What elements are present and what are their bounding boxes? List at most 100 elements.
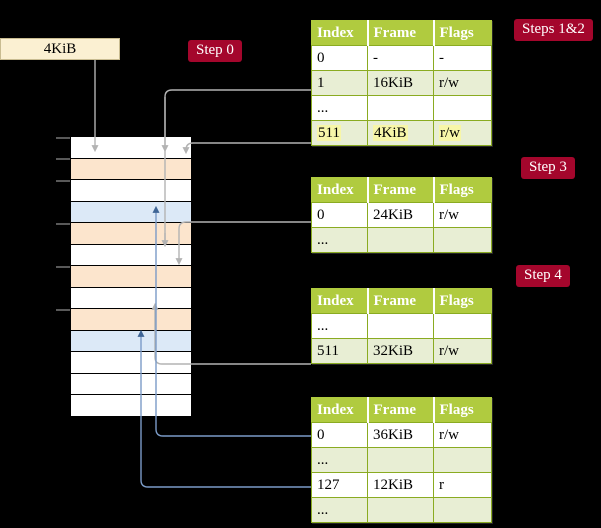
column-header-flags: Flags xyxy=(432,177,492,203)
cell-index: ... xyxy=(311,447,368,473)
table-row[interactable]: 511 32KiB r/w xyxy=(311,338,492,364)
memory-tick xyxy=(56,309,70,311)
column-header-index: Index xyxy=(311,177,368,203)
table-header-row: Index Frame Flags xyxy=(311,397,492,423)
table-header-row: Index Frame Flags xyxy=(311,177,492,203)
memory-tick xyxy=(56,180,70,182)
memory-tick xyxy=(56,137,70,139)
cell-frame xyxy=(367,95,434,121)
memblock-4kib: 4KiB xyxy=(0,38,120,60)
column-header-flags: Flags xyxy=(432,20,492,46)
memory-row xyxy=(71,158,191,180)
column-header-frame: Frame xyxy=(366,288,434,314)
cell-frame-value: 4KiB xyxy=(373,124,408,141)
memory-row xyxy=(71,373,191,395)
table-row[interactable]: 1 16KiB r/w xyxy=(311,70,492,96)
table-row-highlighted[interactable]: 511 4KiB r/w xyxy=(311,120,492,146)
memory-tick xyxy=(56,266,70,268)
table-row[interactable]: 127 12KiB r xyxy=(311,472,492,498)
memory-row xyxy=(71,201,191,223)
cell-frame: 4KiB xyxy=(367,120,434,146)
memory-frame-column xyxy=(70,136,191,417)
memory-tick xyxy=(56,158,70,160)
cell-flags: r/w xyxy=(433,338,492,364)
cell-index: ... xyxy=(311,95,368,121)
cell-frame: 24KiB xyxy=(367,202,434,228)
cell-index: 0 xyxy=(311,45,368,71)
page-table-level3: Index Frame Flags 0 36KiB r/w ... 127 12… xyxy=(311,397,492,523)
memory-row xyxy=(71,395,191,417)
table-header-row: Index Frame Flags xyxy=(311,288,492,314)
table-row[interactable]: ... xyxy=(311,447,492,473)
memblock-label: 4KiB xyxy=(43,40,77,57)
cell-frame xyxy=(367,227,434,253)
wire-level3-row127-a xyxy=(140,432,311,488)
table-row[interactable]: 0 - - xyxy=(311,45,492,71)
cell-frame xyxy=(367,447,434,473)
badge-step-3: Step 3 xyxy=(521,157,575,179)
memory-row xyxy=(71,287,191,309)
wire-step3 xyxy=(175,221,311,266)
cell-flags: - xyxy=(433,45,492,71)
cell-flags xyxy=(433,227,492,253)
column-header-frame: Frame xyxy=(366,397,434,423)
column-header-flags: Flags xyxy=(432,288,492,314)
badge-steps-1-2: Steps 1&2 xyxy=(514,19,593,41)
cell-flags xyxy=(433,313,492,339)
cell-frame: 32KiB xyxy=(367,338,434,364)
cell-flags: r xyxy=(433,472,492,498)
table-row[interactable]: ... xyxy=(311,497,492,523)
cell-flags: r/w xyxy=(433,70,492,96)
cell-index: 1 xyxy=(311,70,368,96)
table-row[interactable]: 0 24KiB r/w xyxy=(311,202,492,228)
cell-index: 127 xyxy=(311,472,368,498)
memory-row xyxy=(71,180,191,202)
memory-row xyxy=(71,330,191,352)
table-header-row: Index Frame Flags xyxy=(311,20,492,46)
cell-index: 511 xyxy=(311,120,368,146)
cell-frame: 36KiB xyxy=(367,422,434,448)
memory-row xyxy=(71,266,191,288)
column-header-flags: Flags xyxy=(432,397,492,423)
cell-index: 0 xyxy=(311,422,368,448)
table-row[interactable]: ... xyxy=(311,95,492,121)
badge-step-0: Step 0 xyxy=(188,40,242,62)
cell-flags: r/w xyxy=(433,422,492,448)
memory-row xyxy=(71,309,191,331)
cell-flags xyxy=(433,95,492,121)
cell-index: ... xyxy=(311,497,368,523)
memory-row xyxy=(71,137,191,159)
column-header-frame: Frame xyxy=(366,177,434,203)
cell-flags xyxy=(433,497,492,523)
cell-frame xyxy=(367,313,434,339)
memory-row xyxy=(71,223,191,245)
memory-row xyxy=(71,352,191,374)
cell-flags xyxy=(433,447,492,473)
page-table-level2: Index Frame Flags ... 511 32KiB r/w xyxy=(311,288,492,364)
cell-index: 511 xyxy=(311,338,368,364)
cell-flags-value: r/w xyxy=(439,124,461,141)
cell-index: ... xyxy=(311,313,368,339)
table-row[interactable]: 0 36KiB r/w xyxy=(311,422,492,448)
cell-frame: 16KiB xyxy=(367,70,434,96)
cell-index: ... xyxy=(311,227,368,253)
cell-index: 0 xyxy=(311,202,368,228)
wire-steps12-b xyxy=(182,142,311,155)
column-header-index: Index xyxy=(311,288,368,314)
cell-flags: r/w xyxy=(433,120,492,146)
column-header-frame: Frame xyxy=(366,20,434,46)
badge-step-4: Step 4 xyxy=(516,265,570,287)
cell-index-value: 511 xyxy=(317,124,341,141)
memory-tick xyxy=(56,223,70,225)
cell-frame xyxy=(367,497,434,523)
table-row[interactable]: ... xyxy=(311,313,492,339)
memory-row xyxy=(71,244,191,266)
column-header-index: Index xyxy=(311,397,368,423)
cell-frame: 12KiB xyxy=(367,472,434,498)
cell-flags: r/w xyxy=(433,202,492,228)
page-table-level0: Index Frame Flags 0 - - 1 16KiB r/w ... xyxy=(311,20,492,146)
column-header-index: Index xyxy=(311,20,368,46)
page-table-level1: Index Frame Flags 0 24KiB r/w ... xyxy=(311,177,492,253)
table-row[interactable]: ... xyxy=(311,227,492,253)
